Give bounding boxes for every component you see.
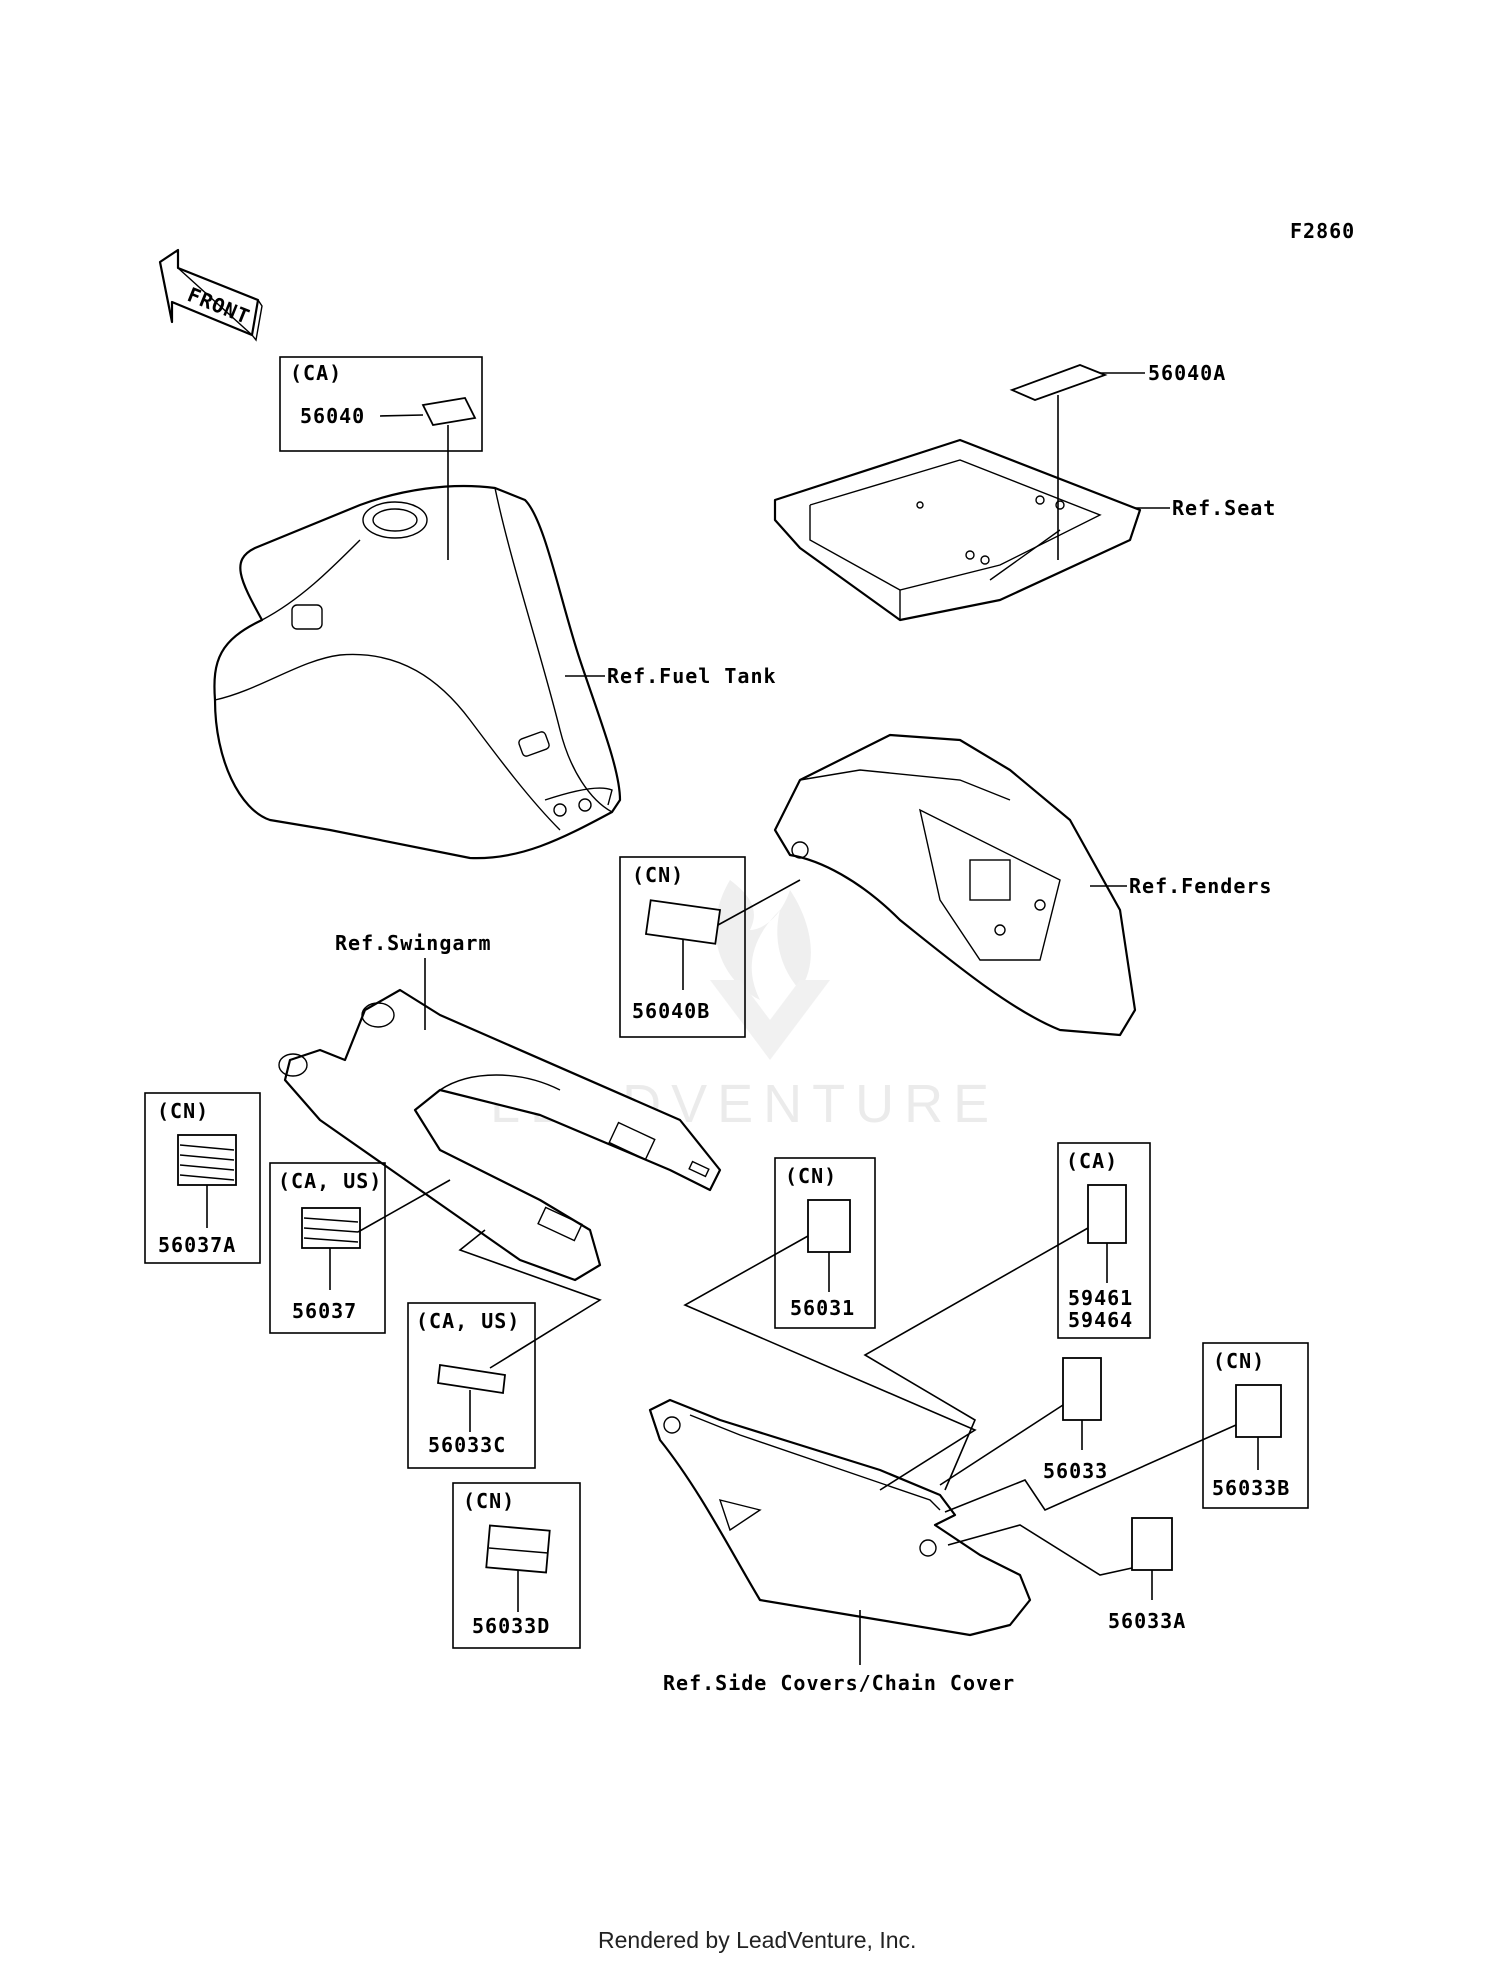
swingarm-drawing <box>278 988 722 1282</box>
side-cover-drawing <box>648 1398 1032 1637</box>
reflector-icon <box>301 1207 361 1249</box>
seat-drawing <box>773 438 1142 622</box>
part-number: 56037 <box>292 1299 357 1323</box>
part-number-a: 59461 <box>1068 1286 1133 1310</box>
part-number: 56033D <box>472 1614 550 1638</box>
rear-fender-drawing <box>773 733 1137 1037</box>
part-number: 56040B <box>632 999 710 1023</box>
callout-56033A[interactable]: 56033A <box>947 1517 1186 1633</box>
part-number: 56033A <box>1108 1609 1186 1633</box>
region-label: (CN) <box>157 1099 209 1123</box>
callout-56040[interactable]: (CA) 56040 <box>279 356 483 560</box>
callout-56033[interactable]: 56033 <box>939 1357 1108 1486</box>
figure-id: F2860 <box>1290 219 1355 243</box>
ref-fuel-tank[interactable]: Ref.Fuel Tank <box>565 664 777 688</box>
callout-56037[interactable]: (CA, US) 56037 <box>269 1162 451 1334</box>
callout-56033C[interactable]: (CA, US) 56033C <box>407 1229 602 1469</box>
callout-56037A[interactable]: (CN) 56037A <box>144 1092 261 1264</box>
region-label: (CA, US) <box>416 1309 520 1333</box>
part-number: 56037A <box>158 1233 236 1257</box>
decal-icon <box>807 1199 851 1253</box>
part-number: 56040A <box>1148 361 1226 385</box>
decal-icon <box>1009 364 1108 401</box>
ref-label: Ref.Fuel Tank <box>607 664 777 688</box>
ref-label: Ref.Swingarm <box>335 931 492 955</box>
ref-fenders[interactable]: Ref.Fenders <box>1090 874 1272 898</box>
decal-icon <box>437 1363 506 1395</box>
part-number: 56040 <box>300 404 365 428</box>
ref-side-covers[interactable]: Ref.Side Covers/Chain Cover <box>663 1610 1015 1695</box>
ref-label: Ref.Seat <box>1172 496 1276 520</box>
ref-label: Ref.Fenders <box>1129 874 1272 898</box>
region-label: (CN) <box>1213 1349 1265 1373</box>
region-label: (CA, US) <box>278 1169 382 1193</box>
callout-56040B[interactable]: (CN) 56040B <box>619 856 801 1038</box>
decal-icon <box>1062 1357 1102 1421</box>
region-label: (CA) <box>290 361 342 385</box>
region-label: (CA) <box>1066 1149 1118 1173</box>
part-number: 56033 <box>1043 1459 1108 1483</box>
footer-credit: Rendered by LeadVenture, Inc. <box>598 1927 916 1953</box>
ref-seat[interactable]: Ref.Seat <box>1135 496 1276 520</box>
decal-icon <box>1087 1184 1127 1244</box>
decal-icon <box>644 899 722 945</box>
fuel-tank-drawing <box>213 484 622 860</box>
region-label: (CN) <box>463 1489 515 1513</box>
ref-swingarm[interactable]: Ref.Swingarm <box>335 931 492 1030</box>
decal-icon <box>485 1524 551 1574</box>
region-label: (CN) <box>632 863 684 887</box>
callout-59461-59464[interactable]: (CA) 59461 59464 <box>863 1142 1151 1491</box>
reflector-icon <box>177 1134 237 1186</box>
ref-label: Ref.Side Covers/Chain Cover <box>663 1671 1015 1695</box>
region-label: (CN) <box>785 1164 837 1188</box>
decal-icon <box>1235 1384 1282 1438</box>
decal-icon <box>1131 1517 1173 1571</box>
part-number: 56033C <box>428 1433 506 1457</box>
callout-56031[interactable]: (CN) 56031 <box>683 1157 977 1491</box>
front-arrow-icon: FRONT <box>158 248 263 342</box>
part-number: 56033B <box>1212 1476 1290 1500</box>
part-number-b: 59464 <box>1068 1308 1133 1332</box>
callout-56033B[interactable]: (CN) 56033B <box>944 1342 1309 1513</box>
callout-56033D[interactable]: (CN) 56033D <box>452 1482 581 1649</box>
callout-56040A[interactable]: 56040A <box>1009 361 1226 560</box>
decal-icon <box>421 397 477 426</box>
part-number: 56031 <box>790 1296 855 1320</box>
